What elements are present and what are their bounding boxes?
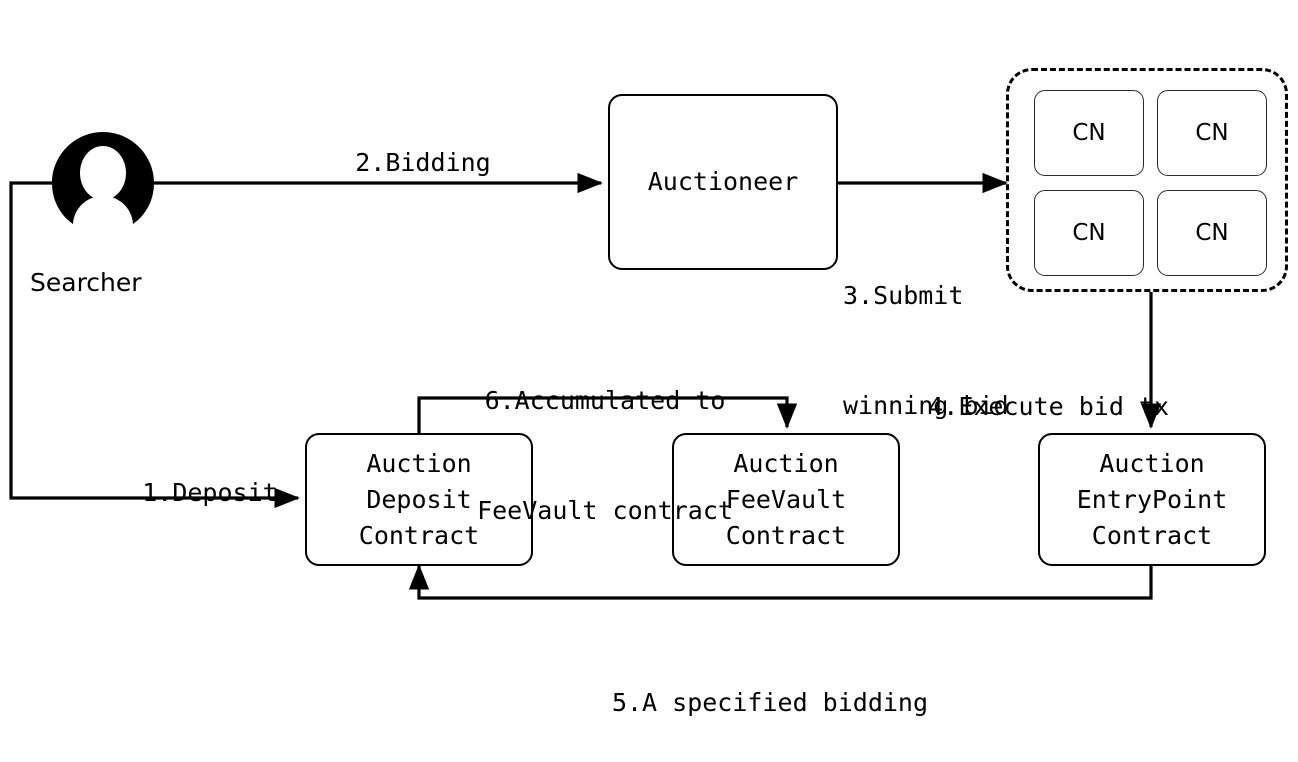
node-auction-deposit-contract-line-3: Contract [358,520,480,550]
node-auction-deposit-contract-line-1: Auction [366,448,472,478]
consensus-node-2-label: CN [1195,120,1229,146]
node-auction-entrypoint-contract-line-2: EntryPoint [1076,484,1228,514]
edge-label-step3: 3.Submit winning bid [843,205,1009,497]
person-icon [52,132,154,224]
edge-label-step5: 5.A specified bidding amount is paid fro… [545,612,995,762]
node-auctioneer-label: Auctioneer [647,167,799,196]
node-auction-feevault-contract-line-1: Auction [733,448,839,478]
consensus-node-1-label: CN [1072,120,1106,146]
consensus-node-group [1006,68,1288,292]
node-auction-entrypoint-contract-line-1: Auction [1099,448,1205,478]
consensus-node-2[interactable]: CN [1157,90,1267,176]
edge-label-step3-line-1: 3.Submit [843,281,964,310]
node-auctioneer[interactable]: Auctioneer [608,94,838,270]
edge-label-step6-line-1: 6.Accumulated to [484,386,726,415]
node-auction-feevault-contract[interactable]: Auction FeeVault Contract [672,433,900,566]
edge-label-step6: 6.Accumulated to FeeVault contract [435,310,775,602]
consensus-node-1[interactable]: CN [1034,90,1144,176]
edge-label-step2: 2.Bidding [295,108,491,218]
node-auction-feevault-contract-line-3: Contract [725,520,847,550]
searcher-label: Searcher [30,268,142,297]
edge-label-step1-text: 1.Deposit [142,477,278,507]
consensus-node-4-label: CN [1195,220,1229,246]
node-auction-entrypoint-contract[interactable]: Auction EntryPoint Contract [1038,433,1266,566]
node-auction-deposit-contract[interactable]: Auction Deposit Contract [305,433,533,566]
edge-label-step4-text: 4.Execute bid tx [928,391,1170,421]
edge-label-step2-text: 2.Bidding [355,147,491,177]
edge-label-step1: 1.Deposit [82,438,278,548]
consensus-node-4[interactable]: CN [1157,190,1267,276]
consensus-node-3[interactable]: CN [1034,190,1144,276]
node-auction-entrypoint-contract-line-3: Contract [1091,520,1213,550]
node-auction-deposit-contract-line-2: Deposit [366,484,472,514]
edge-label-step4: 4.Execute bid tx [868,352,1169,462]
edge-label-step6-line-2: FeeVault contract [477,495,733,525]
consensus-node-3-label: CN [1072,220,1106,246]
node-auction-feevault-contract-line-2: FeeVault [725,484,847,514]
edge-label-step3-line-2: winning bid [843,390,1009,420]
edge-label-step5-line-1: 5.A specified bidding [611,688,929,717]
